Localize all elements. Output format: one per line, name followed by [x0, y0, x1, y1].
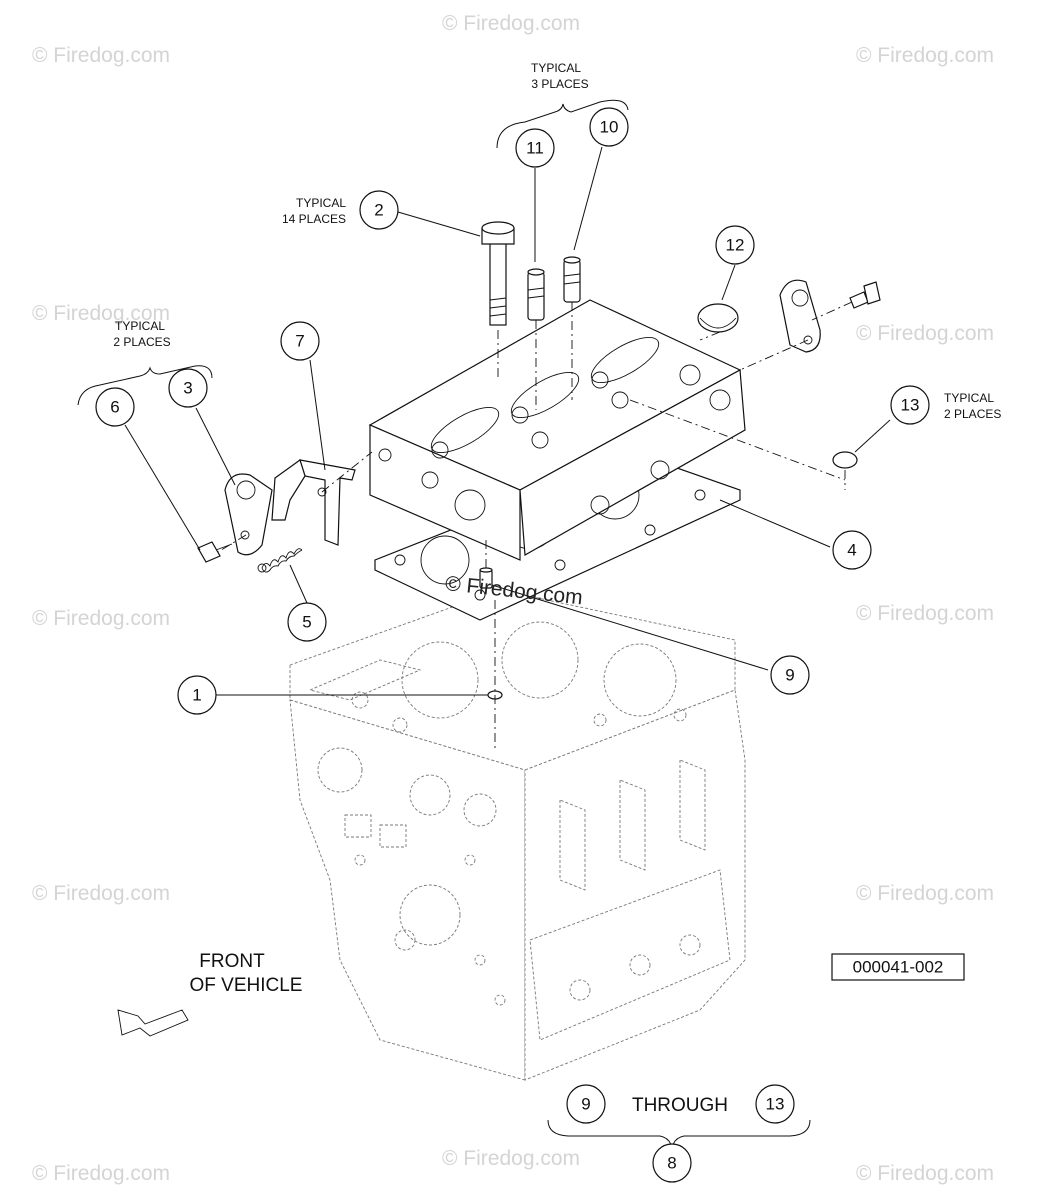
callout-13: 13 — [890, 385, 930, 425]
callout-11-label: 11 — [526, 139, 544, 158]
callout-through-from: 9 — [566, 1084, 606, 1124]
centerlines — [217, 301, 853, 750]
callout-5-label: 5 — [302, 613, 311, 632]
reference-number: 000041-002 — [853, 958, 944, 977]
engine-block — [289, 589, 746, 1081]
callout-4-label: 4 — [847, 541, 856, 560]
note-typical-2-left-line1: TYPICAL — [115, 319, 165, 333]
note-typical-3: TYPICAL 3 PLACES — [531, 61, 589, 91]
cylinder-head — [368, 299, 746, 561]
front-arrow-icon — [117, 1009, 189, 1037]
head-bolt — [481, 221, 515, 326]
injector-sleeve-10 — [563, 256, 581, 303]
callout-8-label: 8 — [667, 1154, 676, 1173]
callout-5: 5 — [287, 602, 327, 642]
watermark-text: © Firedog.com — [32, 302, 170, 325]
watermark-text: © Firedog.com — [442, 1147, 580, 1170]
note-typical-14-line1: TYPICAL — [296, 196, 346, 210]
callout-11: 11 — [515, 128, 555, 168]
injector-sleeve-11 — [527, 268, 545, 321]
watermark-text: © Firedog.com — [856, 322, 994, 345]
note-typical-2-right-line1: TYPICAL — [944, 391, 994, 405]
front-label-line2: OF VEHICLE — [190, 975, 303, 996]
watermark-text: © Firedog.com — [856, 1162, 994, 1185]
lifting-bracket-left — [224, 473, 273, 556]
dowel-pin — [479, 567, 493, 589]
watermark-text: © Firedog.com — [856, 44, 994, 67]
callout-7: 7 — [280, 321, 320, 361]
callout-9-label: 9 — [785, 666, 794, 685]
callout-10: 10 — [589, 107, 629, 147]
callout-9: 9 — [770, 655, 810, 695]
callout-7-label: 7 — [295, 332, 304, 351]
callout-12-label: 12 — [726, 236, 745, 255]
note-typical-14: TYPICAL 14 PLACES — [282, 196, 346, 226]
note-typical-3-line1: TYPICAL — [531, 61, 581, 75]
callout-4: 4 — [832, 530, 872, 570]
callout-12: 12 — [715, 225, 755, 265]
leader-lines — [124, 146, 891, 696]
callout-10-label: 10 — [600, 118, 619, 137]
callout-through-to-label: 13 — [766, 1095, 785, 1114]
watermark-text: © Firedog.com — [32, 882, 170, 905]
reference-number-box: 000041-002 — [831, 953, 965, 981]
callout-2-label: 2 — [374, 201, 383, 220]
callout-3-label: 3 — [183, 379, 192, 398]
callout-6-label: 6 — [110, 398, 119, 417]
note-typical-3-line2: 3 PLACES — [531, 77, 588, 91]
watermark-text: © Firedog.com — [32, 1162, 170, 1185]
note-typical-2-left-line2: 2 PLACES — [113, 335, 170, 349]
note-typical-2-right-line2: 2 PLACES — [944, 407, 1001, 421]
watermark-text: © Firedog.com — [442, 12, 580, 35]
watermark-text: © Firedog.com — [856, 882, 994, 905]
watermark-text: © Firedog.com — [32, 44, 170, 67]
spring — [257, 548, 303, 573]
note-typical-14-line2: 14 PLACES — [282, 212, 346, 226]
front-label-line1: FRONT — [199, 951, 265, 972]
callout-13-label: 13 — [901, 396, 920, 415]
callout-1: 1 — [177, 675, 217, 715]
callout-1-label: 1 — [192, 686, 201, 705]
through-label: THROUGH — [632, 1095, 728, 1116]
note-typical-2-right: TYPICAL 2 PLACES — [944, 391, 1001, 421]
lifting-bracket-right — [779, 279, 881, 353]
callout-8: 8 — [652, 1143, 692, 1183]
callout-through-to: 13 — [755, 1084, 795, 1124]
callout-3: 3 — [168, 368, 208, 408]
callout-through-from-label: 9 — [581, 1095, 590, 1114]
callout-6: 6 — [95, 387, 135, 427]
front-of-vehicle-label: FRONT OF VEHICLE — [190, 951, 303, 996]
expansion-plug — [697, 303, 739, 333]
watermark-text: © Firedog.com — [32, 607, 170, 630]
watermark-text: © Firedog.com — [856, 602, 994, 625]
note-typical-2-left: TYPICAL 2 PLACES — [113, 319, 170, 349]
spring-bracket — [271, 459, 356, 546]
callout-2: 2 — [359, 190, 399, 230]
plug-13 — [832, 451, 858, 469]
bolt-6 — [197, 541, 233, 563]
